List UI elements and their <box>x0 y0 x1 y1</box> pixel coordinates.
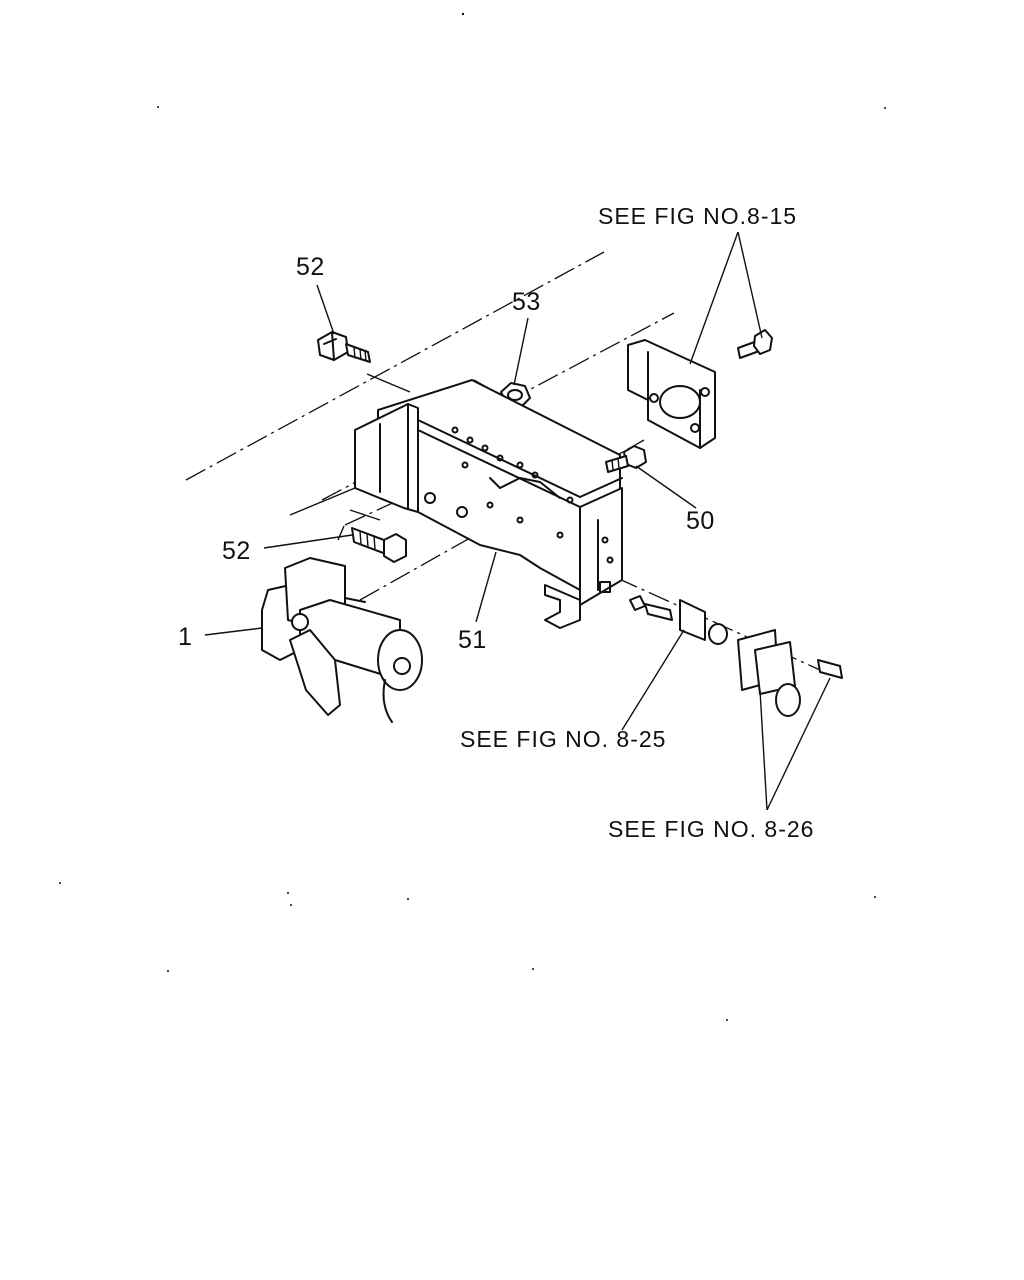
connector-8-25 <box>629 595 728 645</box>
nut-53 <box>500 382 531 408</box>
ref-fig-8-15: SEE FIG NO.8-15 <box>598 203 798 229</box>
bracket-51 <box>354 379 623 629</box>
label-starter-1: 1 <box>178 623 193 651</box>
label-bolt-52-top: 52 <box>296 253 325 281</box>
ref-fig-8-25: SEE FIG NO. 8-25 <box>460 726 667 752</box>
label-bolt-52-side: 52 <box>222 537 251 565</box>
ref-fig-8-26: SEE FIG NO. 8-26 <box>608 816 815 842</box>
bolt-52-top <box>317 331 371 363</box>
starter-motor-1 <box>261 557 423 723</box>
bolt-52-side <box>351 527 407 563</box>
receptacle-8-26 <box>737 629 843 717</box>
label-nut-53: 53 <box>512 288 541 316</box>
leader-lines <box>204 231 831 811</box>
mount-bracket-8-15 <box>627 329 773 449</box>
bolt-50 <box>605 445 647 473</box>
scan-specks <box>59 12 886 1021</box>
label-bracket-51: 51 <box>458 626 487 654</box>
label-bolt-50: 50 <box>686 507 715 535</box>
